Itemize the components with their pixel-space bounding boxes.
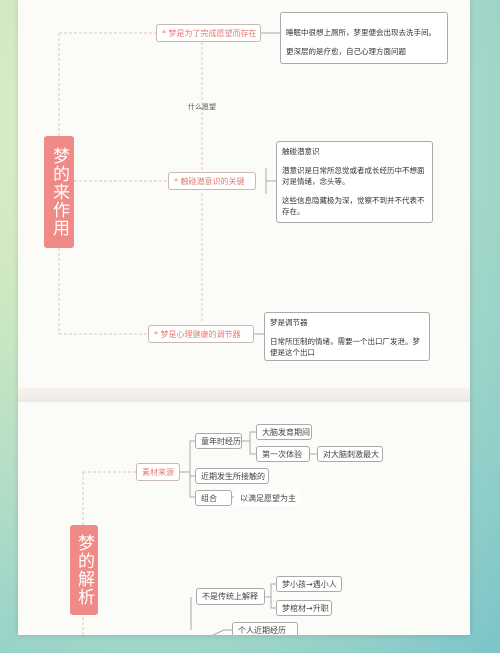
branch-subconscious-key[interactable]: * 触碰潜意识的关键 <box>168 172 256 190</box>
note-line: 日常所压制的情绪，需要一个出口厂发泄。梦便是这个出口 <box>270 337 420 357</box>
node-childhood[interactable]: 童年时经历 <box>195 433 242 449</box>
node-brain-development[interactable]: 大脑发育期间 <box>256 424 312 440</box>
edge-label-wish: 什么愿望 <box>188 103 216 111</box>
note-line: 梦是调节器 <box>270 318 308 327</box>
node-brain-stimulus[interactable]: 对大脑刺激最大 <box>317 446 383 462</box>
note-line: 睡眠中很想上厕所，梦里便会出现去洗手间。 <box>286 28 436 37</box>
note-line: 更深层的是疗愈，自己心理方面问题 <box>286 47 406 56</box>
note-line: 触碰潜意识 <box>282 147 320 156</box>
section-title-dream-analysis: 梦的解析 <box>70 525 98 615</box>
note-subconscious: 触碰潜意识 潜意识是日常所忽觉或者成长经历中不想面对是情绪，念头等。 这些信息隐… <box>276 141 433 223</box>
node-wish-main[interactable]: 以满足愿望为主 <box>234 490 300 506</box>
branch-mental-regulator[interactable]: * 梦是心理健康的调节器 <box>148 325 254 343</box>
branch-wish-fulfillment[interactable]: * 梦是为了完成愿望而存在 <box>156 24 261 42</box>
note-regulator: 梦是调节器 日常所压制的情绪，需要一个出口厂发泄。梦便是这个出口 <box>264 312 430 361</box>
node-dream-child[interactable]: 梦小孩→遇小人 <box>276 576 342 592</box>
node-personal-experience[interactable]: 个人近期经历 <box>232 622 298 635</box>
node-not-traditional[interactable]: 不是传统上解释 <box>196 588 265 605</box>
note-line: 这些信息隐藏极为深，觉察不到并不代表不存在。 <box>282 196 425 216</box>
node-dream-coffin[interactable]: 梦棺材→升职 <box>276 600 332 616</box>
node-first-experience[interactable]: 第一次体验 <box>256 446 310 462</box>
note-wish-fulfillment: 睡眠中很想上厕所，梦里便会出现去洗手间。 更深层的是疗愈，自己心理方面问题 <box>280 12 448 64</box>
node-combination[interactable]: 组合 <box>195 490 232 506</box>
section-separator <box>18 388 470 402</box>
node-recent-contact[interactable]: 近期发生所接触的 <box>195 468 269 484</box>
mindmap-sheet: 梦的来作用 * 梦是为了完成愿望而存在 睡眠中很想上厕所，梦里便会出现去洗手间。… <box>18 0 470 635</box>
note-line: 潜意识是日常所忽觉或者成长经历中不想面对是情绪，念头等。 <box>282 166 425 186</box>
section-title-dream-function: 梦的来作用 <box>44 136 74 248</box>
node-material-source[interactable]: 素材来源 <box>136 463 180 481</box>
